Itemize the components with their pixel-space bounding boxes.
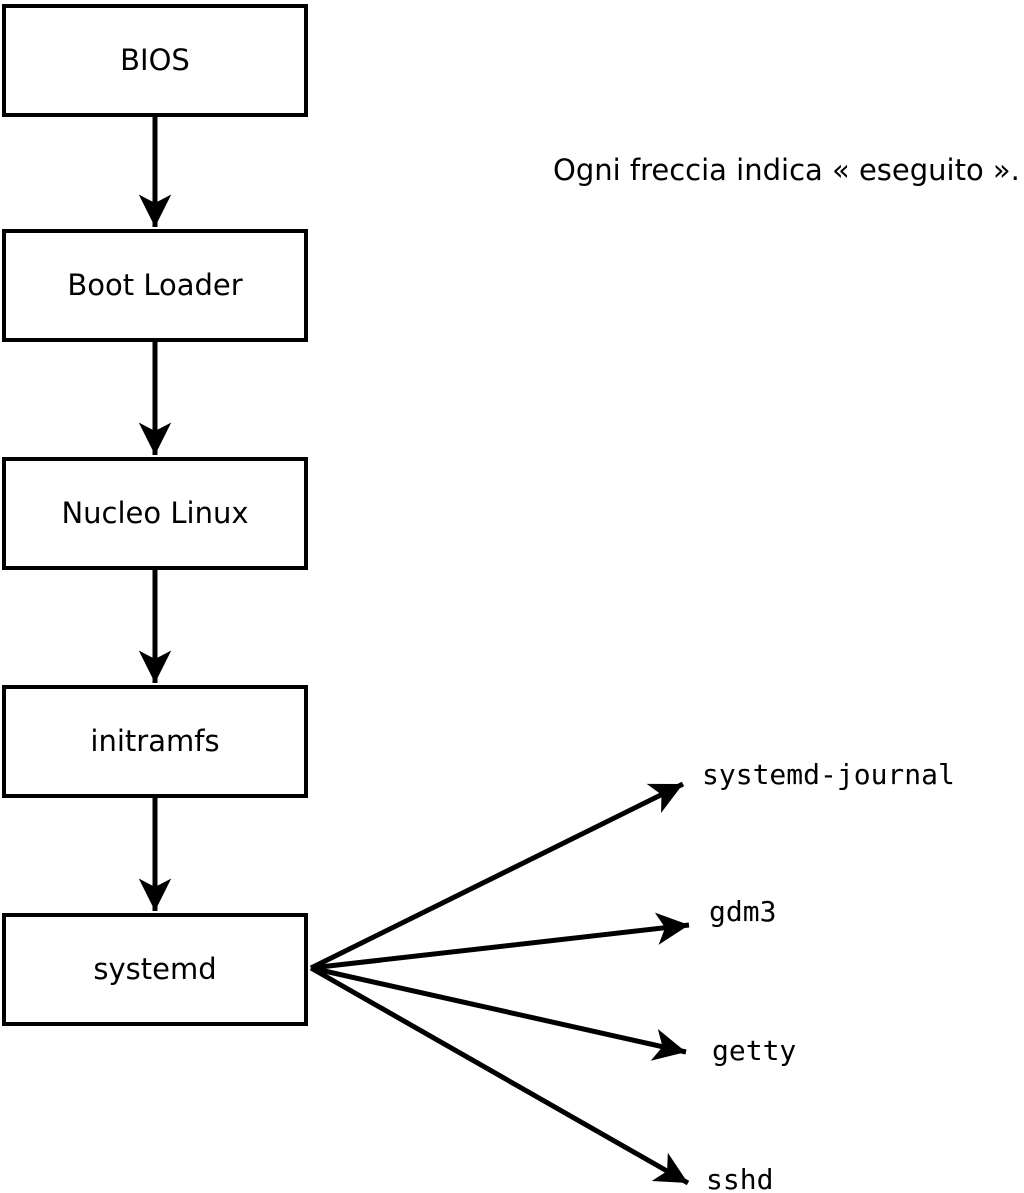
node-boot-loader: Boot Loader: [2, 229, 308, 342]
node-bios-label: BIOS: [120, 43, 190, 77]
legend-caption: Ogni freccia indica « eseguito ».: [553, 153, 1020, 187]
node-systemd-label: systemd: [93, 952, 217, 986]
service-label-getty: getty: [712, 1034, 797, 1067]
service-label-systemd-journal: systemd-journal: [702, 758, 955, 791]
arrow-systemd-to-gdm3: [310, 912, 690, 971]
service-label-sshd: sshd: [706, 1163, 774, 1193]
arrow-systemd-to-sshd: [309, 965, 690, 1186]
node-linux-kernel: Nucleo Linux: [2, 457, 308, 570]
node-initramfs-label: initramfs: [90, 724, 220, 758]
node-linux-kernel-label: Nucleo Linux: [61, 496, 249, 530]
arrow-systemd-to-journal: [309, 781, 685, 971]
arrow-systemd-to-getty: [310, 965, 687, 1061]
node-bios: BIOS: [2, 4, 308, 117]
service-label-gdm3: gdm3: [709, 895, 777, 928]
node-initramfs: initramfs: [2, 685, 308, 798]
node-systemd: systemd: [2, 913, 308, 1026]
node-boot-loader-label: Boot Loader: [67, 268, 243, 302]
